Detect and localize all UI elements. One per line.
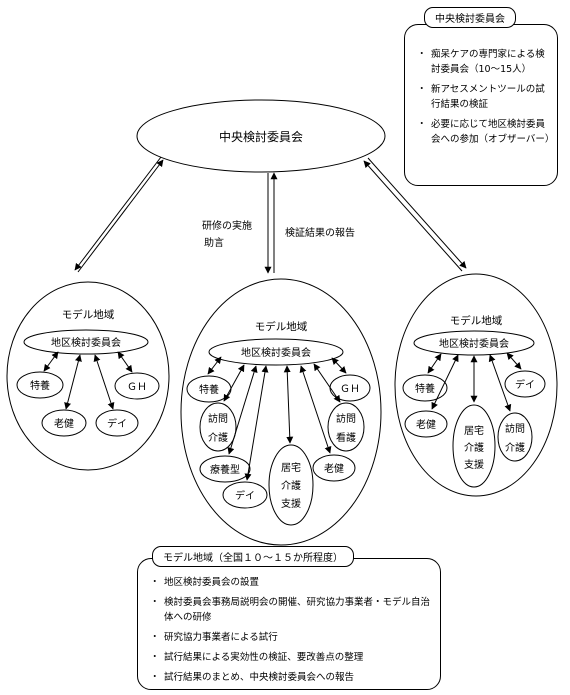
region-middle-node-day-label: デイ: [235, 489, 255, 502]
region-middle-node-kyotaku-label3: 支援: [281, 497, 301, 510]
guidance-label-line1: 研修の実施: [202, 219, 252, 232]
region-middle-node-houmon-kango-label1: 訪問: [336, 412, 356, 425]
connector-central-left: [74, 156, 164, 273]
region-middle-node-kyotaku-label1: 居宅: [281, 461, 301, 474]
region-middle-node-houmon-kaigo-label2: 介護: [208, 431, 228, 444]
region-right-title: モデル地域: [450, 314, 503, 327]
region-middle-node-kyotaku-label2: 介護: [281, 479, 301, 492]
region-left-node-gh: [114, 372, 160, 400]
region-right-node-kyotaku: [452, 404, 496, 488]
region-middle-node-roken-label: 老健: [324, 462, 344, 475]
region-left-node-roken-label: 老健: [54, 417, 74, 430]
region-middle-node-day: [222, 481, 268, 509]
region-right-node-tokuyo-label: 特養: [415, 382, 435, 395]
model-region-box-title: モデル地域（全国１０～１５か所程度）: [152, 546, 354, 567]
model-bullet-2: 検討委員会事務局説明会の開催、研究協力事業者・モデル自治体への研修: [150, 595, 434, 625]
region-left-title: モデル地域: [62, 308, 115, 321]
region-middle-title: モデル地域: [255, 320, 308, 333]
region-middle-node-kyotaku: [268, 444, 314, 526]
connector-central-right: [363, 157, 467, 272]
region-left-node-tokuyo: [16, 371, 64, 399]
central-committee-info-box: 痴呆ケアの専門家による検討委員会（10～15人） 新アセスメントツールの試行結果…: [404, 24, 558, 186]
region-middle-node-gh-label: ＧＨ: [340, 384, 360, 395]
report-label: 検証結果の報告: [285, 226, 355, 239]
central-committee-bullets: 痴呆ケアの専門家による検討委員会（10～15人） 新アセスメントツールの試行結果…: [417, 47, 554, 152]
region-right-node-houmon-kaigo-label1: 訪問: [505, 422, 525, 435]
region-right-node-roken: [404, 410, 448, 438]
region-middle-committee-ellipse: [208, 338, 344, 366]
region-right-node-houmon-kaigo: [497, 412, 533, 462]
guidance-label-line2: 助言: [204, 236, 224, 249]
model-bullet-1: 地区検討委員会の設置: [150, 575, 434, 590]
region-right-arrows: [427, 352, 522, 412]
model-region-info-box: 地区検討委員会の設置 検討委員会事務局説明会の開催、研究協力事業者・モデル自治体…: [137, 558, 441, 690]
central-bullet-1: 痴呆ケアの専門家による検討委員会（10～15人）: [417, 47, 551, 77]
central-committee-label: 中央検討委員会: [219, 129, 303, 144]
central-bullet-2: 新アセスメントツールの試行結果の検証: [417, 82, 551, 112]
region-left-node-day-label: デイ: [107, 417, 127, 430]
model-bullet-4: 試行結果による実効性の検証、要改善点の整理: [150, 650, 434, 665]
region-left-arrows: [43, 351, 133, 410]
region-left-node-day: [95, 409, 139, 437]
region-left-node-tokuyo-label: 特養: [30, 379, 50, 392]
region-right-node-kyotaku-label3: 支援: [464, 458, 484, 471]
region-middle-node-roken: [312, 454, 356, 482]
model-bullet-3: 研究協力事業者による試行: [150, 630, 434, 645]
region-right-node-kyotaku-label2: 介護: [464, 441, 484, 454]
region-middle-node-houmon-kango-label2: 看護: [336, 431, 356, 444]
region-middle-committee-label: 地区検討委員会: [241, 346, 311, 359]
region-middle-node-tokuyo-label: 特養: [199, 383, 219, 396]
region-middle-node-ryoyo-label: 療養型: [210, 463, 240, 476]
region-right-node-kyotaku-label1: 居宅: [464, 424, 484, 437]
connector-central-middle: [264, 172, 278, 274]
region-right-node-houmon-kaigo-label2: 介護: [505, 441, 525, 454]
region-middle-node-houmon-kaigo-label1: 訪問: [208, 412, 228, 425]
model-region-bullets: 地区検討委員会の設置 検討委員会事務局説明会の開催、研究協力事業者・モデル自治体…: [150, 575, 434, 690]
region-right-node-day-label: デイ: [515, 378, 535, 391]
region-left-node-gh-label: ＧＨ: [127, 382, 147, 393]
region-right-committee-label: 地区検討委員会: [439, 337, 509, 350]
region-left-node-roken: [41, 409, 87, 437]
central-committee-ellipse: [136, 99, 386, 173]
region-left-committee-label: 地区検討委員会: [51, 336, 121, 349]
central-bullet-3: 必要に応じて地区検討委員会への参加（オブザーバー）: [417, 117, 554, 147]
region-middle-arrows: [207, 356, 347, 481]
model-bullet-5: 試行結果のまとめ、中央検討委員会への報告: [150, 670, 434, 685]
region-right-node-roken-label: 老健: [416, 418, 436, 431]
central-committee-box-title: 中央検討委員会: [424, 7, 516, 28]
region-right-committee-ellipse: [413, 330, 535, 356]
region-left-committee-ellipse: [23, 329, 149, 355]
